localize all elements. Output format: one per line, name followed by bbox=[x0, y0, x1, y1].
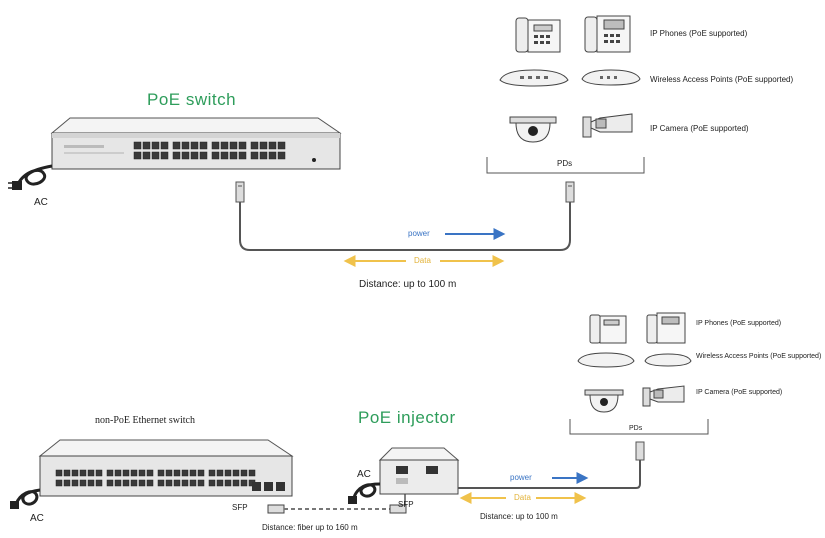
access-points-label-top: Wireless Access Points (PoE supported) bbox=[650, 75, 794, 84]
pds-label-top: PDs bbox=[557, 159, 573, 168]
ac-power-cord-bottom bbox=[10, 488, 41, 509]
sfp-label-left: SFP bbox=[232, 503, 248, 512]
poe-switch-ports bbox=[133, 141, 286, 160]
non-poe-switch bbox=[38, 439, 294, 497]
pds-bracket-top bbox=[486, 157, 645, 174]
sfp-label-right: SFP bbox=[398, 500, 414, 509]
access-point-2-top bbox=[581, 69, 641, 86]
ip-phone-1-top bbox=[515, 17, 561, 53]
data-label-bottom: Data bbox=[514, 493, 531, 502]
access-point-2-bottom bbox=[644, 353, 692, 367]
pds-bracket-bottom bbox=[569, 419, 709, 435]
distance-label-top: Distance: up to 100 m bbox=[359, 279, 457, 290]
ip-phones-label-top: IP Phones (PoE supported) bbox=[650, 29, 748, 38]
fiber-cable bbox=[267, 492, 407, 514]
pds-label-bottom: PDs bbox=[629, 425, 643, 432]
ac-power-cord-injector bbox=[348, 482, 381, 504]
fiber-distance-label: Distance: fiber up to 160 m bbox=[262, 523, 358, 532]
poe-injector-title: PoE injector bbox=[358, 408, 456, 427]
ip-phone-1-bottom bbox=[589, 314, 627, 344]
ip-camera-label-top: IP Camera (PoE supported) bbox=[650, 124, 749, 133]
dome-camera-bottom bbox=[584, 389, 624, 413]
power-label-bottom: power bbox=[510, 473, 532, 482]
poe-injector bbox=[378, 447, 460, 495]
ip-phone-2-bottom bbox=[646, 312, 686, 344]
distance-label-bottom: Distance: up to 100 m bbox=[480, 512, 558, 521]
non-poe-switch-title: non-PoE Ethernet switch bbox=[95, 415, 195, 426]
poe-switch-title: PoE switch bbox=[147, 90, 237, 109]
ac-label-top: AC bbox=[34, 197, 48, 208]
non-poe-switch-ports bbox=[55, 469, 256, 487]
ip-camera-label-bottom: IP Camera (PoE supported) bbox=[696, 389, 783, 396]
bullet-camera-top bbox=[582, 113, 633, 138]
poe-switch bbox=[50, 117, 342, 170]
ethernet-cable-bottom bbox=[458, 441, 645, 489]
dome-camera-top bbox=[509, 116, 557, 143]
access-points-label-bottom: Wireless Access Points (PoE supported) bbox=[696, 353, 822, 360]
ac-power-cord-top bbox=[8, 164, 53, 190]
ip-phone-2-top bbox=[584, 15, 631, 53]
power-label-top: power bbox=[408, 229, 430, 238]
access-point-1-bottom bbox=[577, 352, 635, 368]
access-point-1-top bbox=[499, 69, 569, 87]
ip-phones-label-bottom: IP Phones (PoE supported) bbox=[696, 320, 782, 327]
data-label-top: Data bbox=[414, 256, 431, 265]
ac-label-bottom: AC bbox=[30, 513, 44, 524]
ethernet-cable-top bbox=[235, 181, 575, 251]
bullet-camera-bottom bbox=[642, 385, 685, 407]
ac-label-injector: AC bbox=[357, 469, 371, 480]
